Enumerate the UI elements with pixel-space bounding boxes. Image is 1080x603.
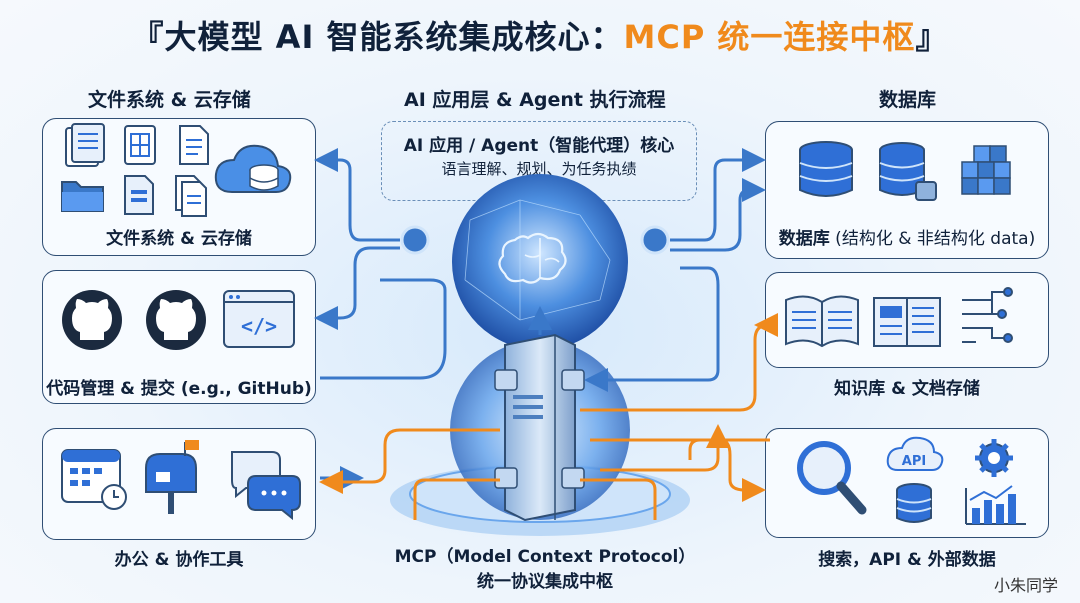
svg-text:</>: </> (241, 314, 277, 338)
gear-icon (975, 439, 1013, 477)
github-icon (62, 290, 122, 350)
cubes-icon (962, 146, 1010, 194)
document-copies-icon (176, 176, 206, 216)
code-window-icon: </> (224, 291, 294, 347)
knowledge-graph-icon (962, 288, 1012, 342)
magnifier-icon (800, 444, 862, 510)
document-blue-icon (125, 176, 153, 214)
left-node-icon (402, 227, 428, 253)
cloud-storage-icon (216, 146, 290, 192)
mailbox-icon (146, 440, 199, 514)
analytics-chart-icon (966, 486, 1026, 524)
mcp-label: MCP（Model Context Protocol） 统一协议集成中枢 (380, 545, 710, 595)
github-icon-2 (146, 290, 206, 350)
spreadsheet-icon (125, 126, 155, 164)
book-document-icon (874, 298, 940, 346)
api-badge-text: API (902, 454, 926, 469)
database-server-icon (880, 143, 936, 200)
document-stack-icon (66, 124, 104, 166)
folder-icon (62, 182, 103, 211)
right-node-icon (642, 227, 668, 253)
open-book-icon (786, 296, 858, 346)
document-icon (180, 126, 208, 164)
calendar-icon (62, 450, 126, 509)
api-cloud-icon: API (888, 438, 943, 470)
database-icon (800, 142, 852, 196)
chat-bubbles-icon (232, 452, 300, 518)
watermark: 小朱同学 (994, 572, 1058, 596)
database-small-icon (897, 484, 931, 522)
